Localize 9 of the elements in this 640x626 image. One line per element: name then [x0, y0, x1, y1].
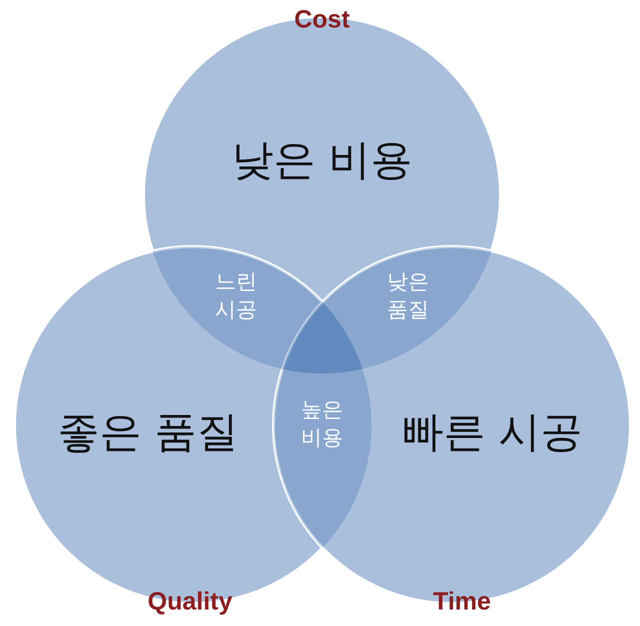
circle-heading: Time: [433, 588, 491, 616]
circle-heading: Quality: [148, 588, 232, 616]
circle-label: 빠른 시공: [401, 406, 583, 458]
overlap-label: 높은 비용: [300, 396, 344, 452]
overlap-label: 느린 시공: [214, 268, 258, 324]
overlap-label: 낮은 품질: [386, 268, 430, 324]
circle-label: 좋은 품질: [57, 406, 239, 458]
circle-heading: Cost: [294, 6, 350, 34]
circle-label: 낮은 비용: [231, 134, 413, 186]
